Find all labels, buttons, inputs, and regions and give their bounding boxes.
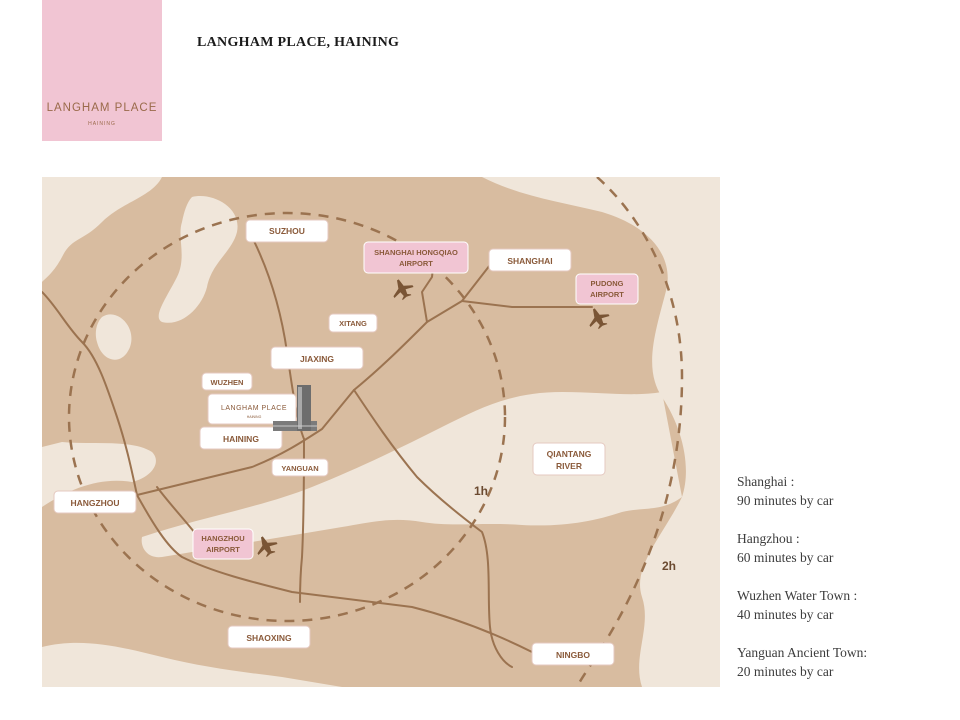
travel-item: Shanghai : 90 minutes by car <box>737 472 867 510</box>
travel-time: 60 minutes by car <box>737 550 834 565</box>
travel-item: Hangzhou : 60 minutes by car <box>737 529 867 567</box>
city-xitang: XITANG <box>328 313 378 333</box>
langham-logo: LANGHAM PLACE HAINING <box>42 0 162 141</box>
svg-text:NINGBO: NINGBO <box>556 650 590 660</box>
airplane-icon <box>257 279 610 558</box>
region-qiantang-river: QIANTANG RIVER <box>532 442 606 476</box>
hotel-sub: HAINING <box>247 415 262 419</box>
city-wuzhen: WUZHEN <box>201 372 253 391</box>
travel-place: Hangzhou : <box>737 531 800 546</box>
svg-text:AIRPORT: AIRPORT <box>206 545 240 554</box>
travel-item: Yanguan Ancient Town: 20 minutes by car <box>737 643 867 681</box>
city-hangzhou: HANGZHOU <box>53 490 137 514</box>
city-labels: SUZHOU SHANGHAI XITANG JIAXING WUZHEN HA… <box>53 219 615 666</box>
airport-pudong: PUDONG AIRPORT <box>575 273 639 305</box>
location-map: 1h 2h SUZHOU SHANGHAI XITANG JIAXING <box>42 177 720 687</box>
page-title: LANGHAM PLACE, HAINING <box>197 35 400 50</box>
ring-label-1h: 1h <box>474 484 488 498</box>
ring-1h <box>67 211 507 623</box>
hotel-marker: LANGHAM PLACE HAINING <box>207 385 317 431</box>
airport-hongqiao: SHANGHAI HONGQIAO AIRPORT <box>363 241 469 274</box>
logo-name: LANGHAM PLACE <box>46 102 158 114</box>
svg-text:QIANTANG: QIANTANG <box>547 449 592 459</box>
svg-text:SUZHOU: SUZHOU <box>269 226 305 236</box>
svg-text:HAINING: HAINING <box>223 434 259 444</box>
travel-place: Shanghai : <box>737 474 795 489</box>
svg-text:RIVER: RIVER <box>556 461 582 471</box>
travel-place: Wuzhen Water Town : <box>737 588 858 603</box>
travel-time: 90 minutes by car <box>737 493 834 508</box>
city-jiaxing: JIAXING <box>270 346 364 370</box>
city-ningbo: NINGBO <box>531 642 615 666</box>
city-shanghai: SHANGHAI <box>488 248 572 272</box>
svg-text:SHANGHAI: SHANGHAI <box>507 256 552 266</box>
svg-text:SHAOXING: SHAOXING <box>246 633 292 643</box>
airport-labels: SHANGHAI HONGQIAO AIRPORT PUDONG AIRPORT… <box>192 241 639 560</box>
travel-time: 40 minutes by car <box>737 607 834 622</box>
svg-text:AIRPORT: AIRPORT <box>399 259 433 268</box>
airport-hangzhou: HANGZHOU AIRPORT <box>192 528 254 560</box>
svg-text:XITANG: XITANG <box>339 319 367 328</box>
travel-item: Wuzhen Water Town : 40 minutes by car <box>737 586 867 624</box>
travel-rings <box>67 177 684 687</box>
svg-text:SHANGHAI HONGQIAO: SHANGHAI HONGQIAO <box>374 248 458 257</box>
svg-text:HANGZHOU: HANGZHOU <box>70 498 119 508</box>
svg-text:AIRPORT: AIRPORT <box>590 290 624 299</box>
hotel-building-icon <box>273 385 317 431</box>
city-haining: HAINING <box>199 426 283 450</box>
travel-time: 20 minutes by car <box>737 664 834 679</box>
svg-text:HANGZHOU: HANGZHOU <box>201 534 244 543</box>
svg-text:WUZHEN: WUZHEN <box>211 378 244 387</box>
city-suzhou: SUZHOU <box>245 219 329 243</box>
map-roads <box>42 236 593 668</box>
map-water <box>42 177 720 687</box>
travel-place: Yanguan Ancient Town: <box>737 645 868 660</box>
svg-text:JIAXING: JIAXING <box>300 354 334 364</box>
city-shaoxing: SHAOXING <box>227 625 311 649</box>
ring-label-2h: 2h <box>662 559 676 573</box>
travel-times: Shanghai : 90 minutes by car Hangzhou : … <box>737 472 867 681</box>
svg-text:PUDONG: PUDONG <box>591 279 624 288</box>
hotel-label: LANGHAM PLACE <box>221 405 287 412</box>
svg-text:YANGUAN: YANGUAN <box>281 464 318 473</box>
logo-sub: HAINING <box>88 121 116 127</box>
city-yanguan: YANGUAN <box>271 458 329 477</box>
